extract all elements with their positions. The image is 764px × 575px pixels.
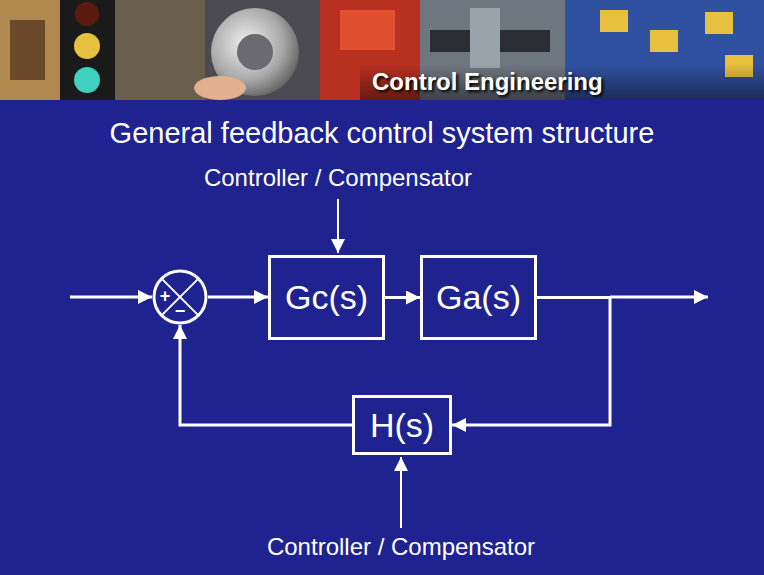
light-red	[75, 2, 99, 26]
photo-panel	[115, 0, 205, 100]
chip	[600, 10, 628, 32]
annotation-label: Controller / Compensator	[267, 533, 535, 562]
input-arrow	[70, 296, 152, 299]
sign-symbol: +	[160, 286, 171, 308]
annotation-label: Controller / Compensator	[204, 164, 472, 193]
sign-symbol: −	[175, 301, 186, 323]
diagram-title: General feedback control system structur…	[0, 116, 764, 151]
transfer-function: H(s)	[370, 405, 434, 446]
machinery-part	[470, 8, 500, 68]
transfer-function: Ga(s)	[436, 277, 521, 318]
chip	[650, 30, 678, 52]
lens-core	[237, 34, 273, 70]
transfer-function: Gc(s)	[285, 277, 368, 318]
banner-ground	[0, 0, 764, 100]
output-arrow	[610, 296, 708, 299]
title-shade	[360, 64, 764, 100]
finger	[194, 76, 246, 100]
signal-connector	[385, 296, 420, 299]
summing-junction: +−	[152, 269, 208, 325]
light-yellow	[74, 33, 100, 59]
light-green	[74, 67, 100, 93]
traffic-light	[60, 0, 115, 100]
plant-box: Ga(s)	[420, 255, 537, 340]
photo-panel	[0, 0, 60, 100]
pointer-arrow	[400, 457, 402, 528]
chip	[705, 12, 733, 34]
feedback-box: H(s)	[352, 395, 452, 455]
controller-box: Gc(s)	[268, 255, 385, 340]
signal-connector	[208, 296, 268, 299]
pointer-arrow	[337, 199, 339, 253]
photo-detail	[340, 10, 395, 50]
banner-title: Control Engineering	[372, 68, 603, 97]
signal-connector	[180, 325, 352, 425]
junction-circle	[154, 271, 206, 323]
photo-detail	[10, 20, 45, 80]
